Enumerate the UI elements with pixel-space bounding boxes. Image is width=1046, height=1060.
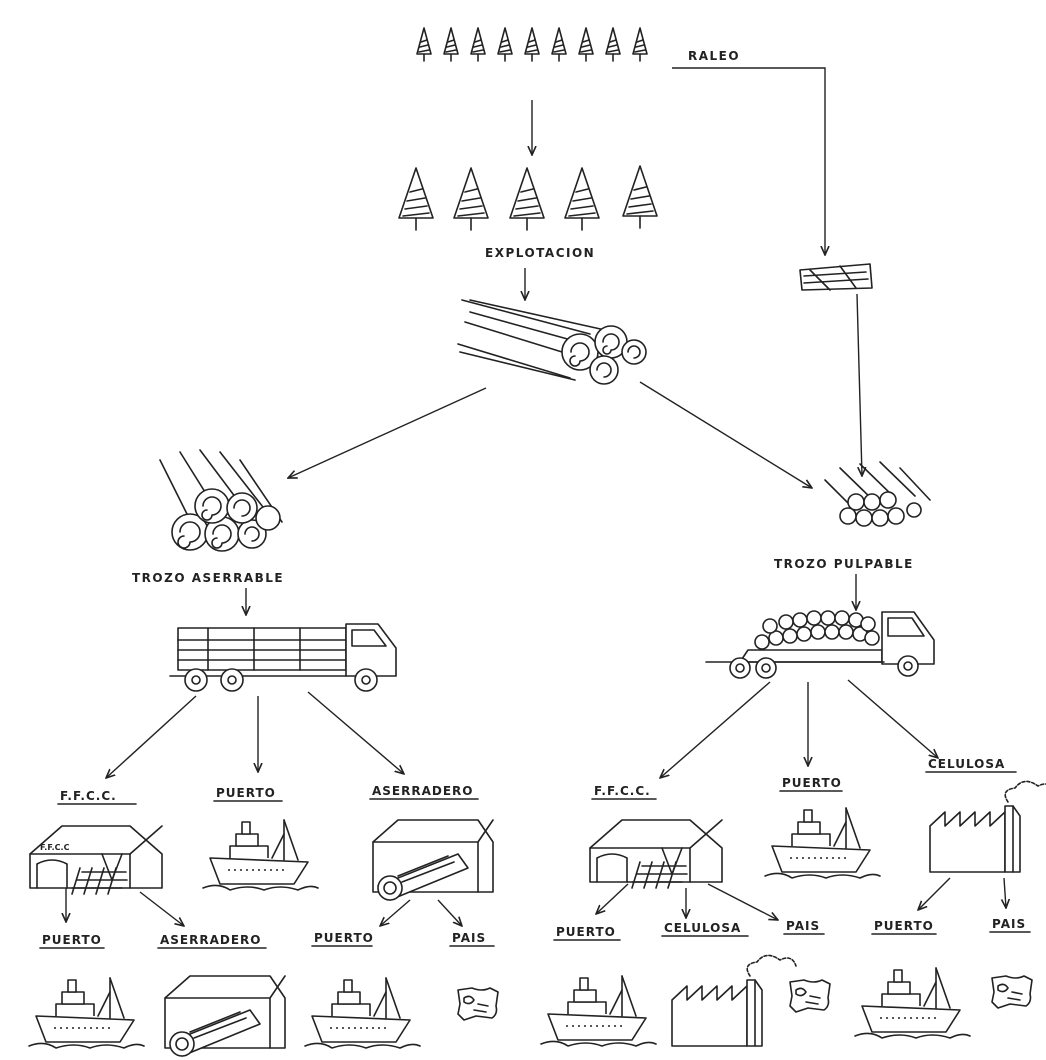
svg-text:PUERTO: PUERTO xyxy=(874,919,934,933)
pais-map-r-cel-icon xyxy=(992,976,1032,1008)
svg-text:F.F.C.C.: F.F.C.C. xyxy=(594,784,651,798)
arrow-to-trozo-pulpable xyxy=(640,382,812,488)
arrow-r-ffcc-puerto xyxy=(596,884,628,914)
svg-text:F.F.C.C.: F.F.C.C. xyxy=(60,789,117,803)
label-trozo-pulpable: TROZO PULPABLE xyxy=(774,557,914,571)
ship-l-aser-puerto-icon xyxy=(305,978,420,1048)
label-left-aserradero: ASERRADERO xyxy=(370,784,478,799)
sawlog-bundle-icon xyxy=(160,450,282,551)
label-r-ffcc-celulosa: CELULOSA xyxy=(662,921,748,936)
ship-r-cel-puerto-icon xyxy=(855,968,970,1038)
pulp-mill-right-icon xyxy=(930,781,1046,872)
label-raleo: RALEO xyxy=(688,49,740,63)
label-r-ffcc-pais: PAIS xyxy=(784,919,824,934)
arrow-l-ffcc-aserradero xyxy=(140,892,184,926)
mature-forest-icon xyxy=(399,166,657,230)
label-left-ffcc: F.F.C.C. xyxy=(58,789,136,804)
ship-l-ffcc-puerto-icon xyxy=(29,978,144,1048)
label-right-puerto: PUERTO xyxy=(780,776,842,791)
svg-text:ASERRADERO: ASERRADERO xyxy=(160,933,262,947)
label-l-aser-puerto: PUERTO xyxy=(312,931,374,946)
railway-shed-left-icon: F.F.C.C xyxy=(30,826,162,894)
svg-text:PUERTO: PUERTO xyxy=(782,776,842,790)
thinning-bundle-icon xyxy=(800,264,872,290)
label-r-cel-puerto: PUERTO xyxy=(872,919,936,934)
ship-left-icon xyxy=(203,820,318,890)
label-l-aser-pais: PAIS xyxy=(450,931,494,946)
felled-logs-icon xyxy=(458,300,646,384)
svg-text:PUERTO: PUERTO xyxy=(314,931,374,945)
svg-text:ASERRADERO: ASERRADERO xyxy=(372,784,474,798)
label-trozo-aserrable: TROZO ASERRABLE xyxy=(132,571,284,585)
label-r-ffcc-puerto: PUERTO xyxy=(554,925,620,940)
arrow-r-ffcc-pais xyxy=(708,884,778,920)
label-r-cel-pais: PAIS xyxy=(990,917,1030,932)
arrow-l-aser-puerto xyxy=(380,900,410,926)
sawmill-left-icon xyxy=(373,820,493,900)
pais-map-r-ffcc-icon xyxy=(790,980,830,1012)
svg-text:CELULOSA: CELULOSA xyxy=(928,757,1005,771)
arrow-raleo xyxy=(672,68,825,255)
svg-text:PAIS: PAIS xyxy=(992,917,1026,931)
railway-shed-right-icon xyxy=(590,820,722,888)
pulplog-bundle-icon xyxy=(825,462,930,526)
label-right-celulosa: CELULOSA xyxy=(926,757,1016,772)
pulp-mill-r-ffcc-icon xyxy=(672,955,796,1046)
svg-text:PUERTO: PUERTO xyxy=(42,933,102,947)
pulp-truck-right-icon xyxy=(706,611,934,678)
ship-right-icon xyxy=(765,808,880,878)
arrow-left-truck-ffcc xyxy=(106,696,196,778)
log-truck-left-icon xyxy=(170,624,396,691)
pais-map-left-icon xyxy=(458,988,498,1020)
arrow-l-aser-pais xyxy=(438,900,462,926)
arrow-left-truck-aserradero xyxy=(308,692,404,774)
svg-text:PAIS: PAIS xyxy=(452,931,486,945)
plantation-trees-icon xyxy=(417,28,647,61)
arrow-right-truck-celulosa xyxy=(848,680,938,758)
arrow-right-truck-ffcc xyxy=(660,682,770,778)
label-left-puerto: PUERTO xyxy=(214,786,282,801)
label-explotacion: EXPLOTACION xyxy=(485,246,595,260)
ship-r-ffcc-puerto-icon xyxy=(541,976,656,1046)
label-l-ffcc-puerto: PUERTO xyxy=(40,933,104,948)
svg-text:PUERTO: PUERTO xyxy=(556,925,616,939)
arrow-to-trozo-aserrable xyxy=(288,388,486,478)
svg-text:PAIS: PAIS xyxy=(786,919,820,933)
arrow-r-cel-pais xyxy=(1004,878,1006,908)
svg-text:PUERTO: PUERTO xyxy=(216,786,276,800)
svg-text:F.F.C.C: F.F.C.C xyxy=(40,843,70,852)
sawmill-l-ffcc-icon xyxy=(165,976,285,1056)
label-l-ffcc-aserradero: ASERRADERO xyxy=(158,933,266,948)
label-right-ffcc: F.F.C.C. xyxy=(592,784,656,799)
svg-text:CELULOSA: CELULOSA xyxy=(664,921,741,935)
arrow-thinning-pulp xyxy=(857,294,862,476)
arrow-r-cel-puerto xyxy=(918,878,950,910)
